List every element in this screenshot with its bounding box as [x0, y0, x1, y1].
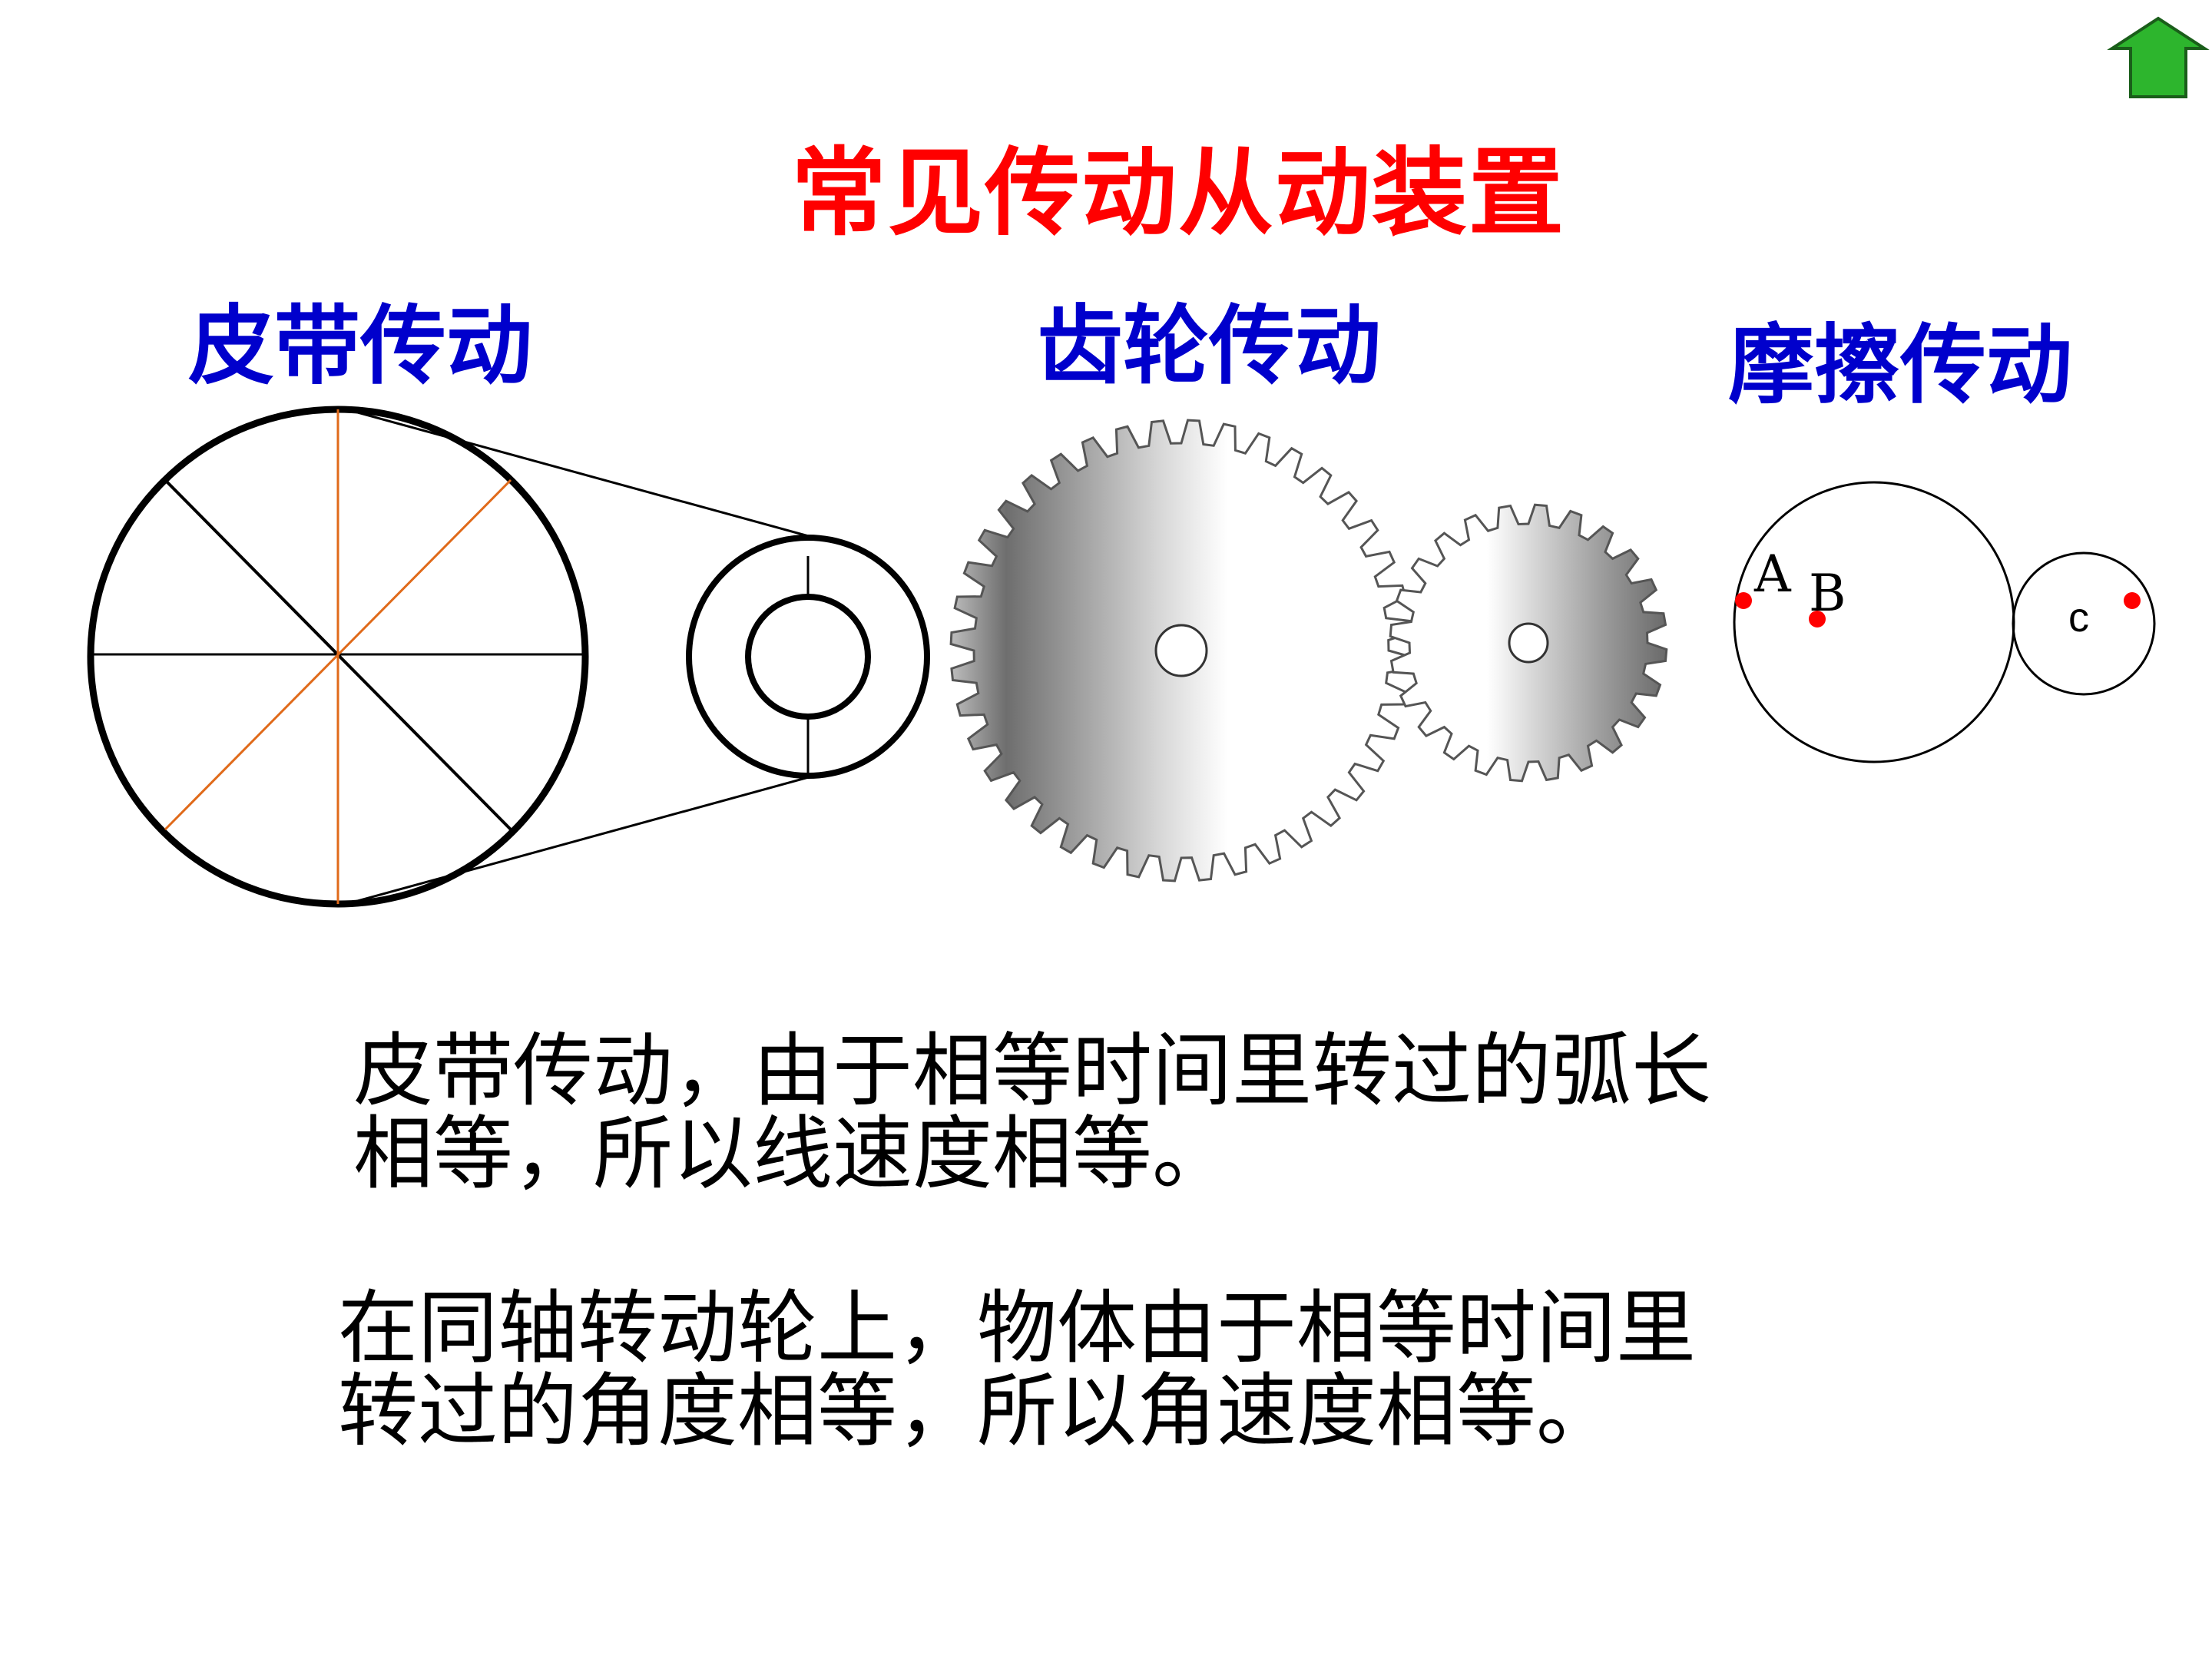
large-gear-axle — [1154, 624, 1208, 677]
small-gear-axle — [1508, 622, 1549, 664]
point-c-label: c — [2068, 594, 2089, 641]
belt-lower-line — [337, 774, 815, 908]
small-pulley-hub — [745, 594, 871, 720]
paragraph-line: 相等，所以线速度相等。 — [353, 1107, 1233, 1200]
point-b-label: B — [1809, 564, 1846, 623]
paragraph-line: 在同轴转动轮上，物体由于相等时间里 — [338, 1281, 1697, 1375]
small-pulley-outer — [686, 535, 930, 779]
paragraph-line: 皮带传动，由于相等时间里转过的弧长 — [353, 1024, 1712, 1118]
belt-drive-diagram — [87, 406, 930, 908]
friction-drive-diagram: A B c — [1733, 481, 2156, 763]
friction-small-wheel — [2012, 551, 2156, 696]
page-title: 常见传动从动装置 — [791, 137, 1566, 249]
belt-drive-explanation: 皮带传动，由于相等时间里转过的弧长 相等，所以线速度相等。 — [353, 1029, 1711, 1195]
belt-upper-line — [337, 406, 815, 539]
large-pulley-orange-spoke — [164, 478, 512, 831]
belt-drive-label: 皮带传动 — [188, 296, 532, 396]
up-arrow-icon[interactable] — [2104, 14, 2212, 102]
gear-drive-diagram — [949, 419, 1668, 882]
point-b-marker — [1809, 611, 1826, 628]
point-a-marker — [1735, 592, 1752, 609]
point-a-label: A — [1753, 545, 1792, 604]
gear-drive-label: 齿轮传动 — [1037, 296, 1381, 396]
paragraph-line: 转过的角度相等，所以角速度相等。 — [338, 1364, 1617, 1458]
coaxial-explanation: 在同轴转动轮上，物体由于相等时间里 转过的角度相等，所以角速度相等。 — [338, 1286, 1696, 1452]
friction-drive-label: 摩擦传动 — [1728, 315, 2072, 416]
friction-large-wheel — [1733, 481, 2015, 763]
point-c-marker — [2124, 592, 2141, 609]
